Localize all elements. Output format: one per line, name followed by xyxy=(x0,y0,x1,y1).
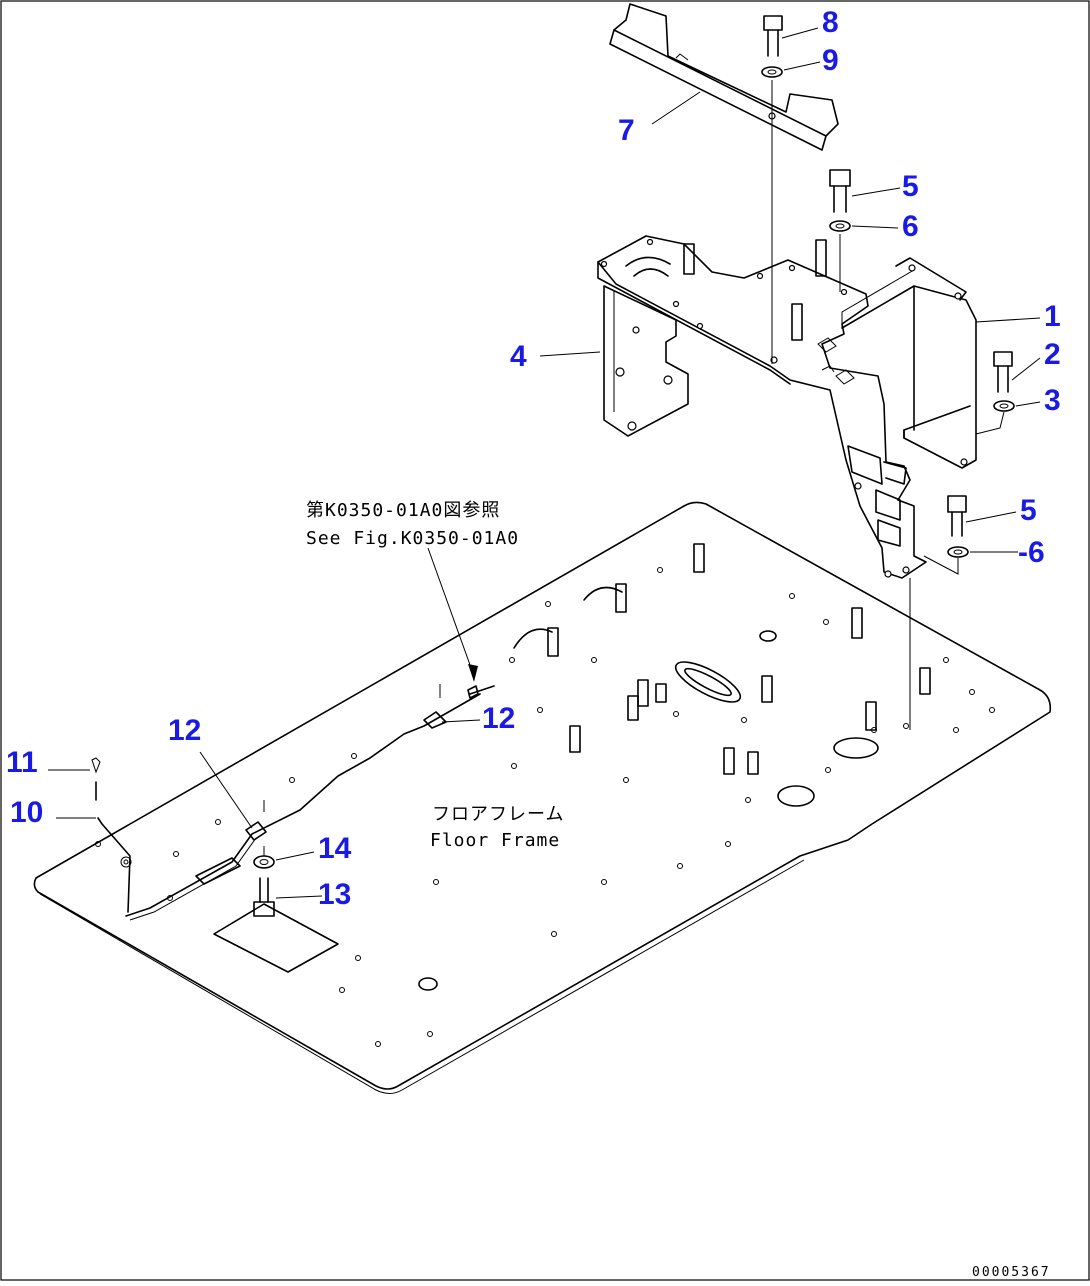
callout-11: 11 xyxy=(6,746,38,779)
item-13-14-bolt-drawing xyxy=(253,846,275,917)
callout-3: 3 xyxy=(1044,384,1061,417)
callout-6-lower: -6 xyxy=(1018,536,1045,569)
callout-14: 14 xyxy=(318,832,352,865)
callout-12-front: 12 xyxy=(168,714,201,747)
assembly-lines xyxy=(771,80,1005,730)
callout-10: 10 xyxy=(10,796,43,829)
floor-label-japanese: フロアフレーム xyxy=(432,804,564,825)
callout-5-lower: 5 xyxy=(1020,494,1037,527)
document-number: 00005367 xyxy=(972,1265,1051,1280)
callout-6-upper: 6 xyxy=(902,210,919,243)
callout-labels: 8 9 7 5 6 1 2 3 4 5 -6 12 12 11 10 14 13 xyxy=(6,6,1061,911)
callout-12-rear: 12 xyxy=(482,702,515,735)
item-1-cover-drawing xyxy=(841,257,977,469)
callout-2: 2 xyxy=(1044,338,1061,371)
fasteners-drawing xyxy=(761,15,1015,558)
reference-note-japanese: 第K0350-01A0図参照 xyxy=(306,500,500,521)
callout-13: 13 xyxy=(318,878,351,911)
item-7-bracket-drawing xyxy=(609,3,839,151)
floor-frame-drawing xyxy=(33,501,1052,1094)
callout-5-upper: 5 xyxy=(902,170,919,203)
reference-note-english: See Fig.K0350-01A0 xyxy=(306,528,519,549)
leader-lines xyxy=(48,27,1041,899)
item-4-frame-drawing xyxy=(597,235,927,579)
callout-8: 8 xyxy=(822,6,839,39)
item-10-rod-drawing xyxy=(91,757,131,913)
floor-label-english: Floor Frame xyxy=(430,830,560,851)
reference-note: 第K0350-01A0図参照 See Fig.K0350-01A0 xyxy=(306,500,519,549)
floor-frame-label: フロアフレーム Floor Frame xyxy=(430,804,564,851)
callout-4: 4 xyxy=(510,340,527,373)
callout-9: 9 xyxy=(822,44,839,77)
callout-1: 1 xyxy=(1044,300,1061,333)
callout-7: 7 xyxy=(618,114,635,147)
